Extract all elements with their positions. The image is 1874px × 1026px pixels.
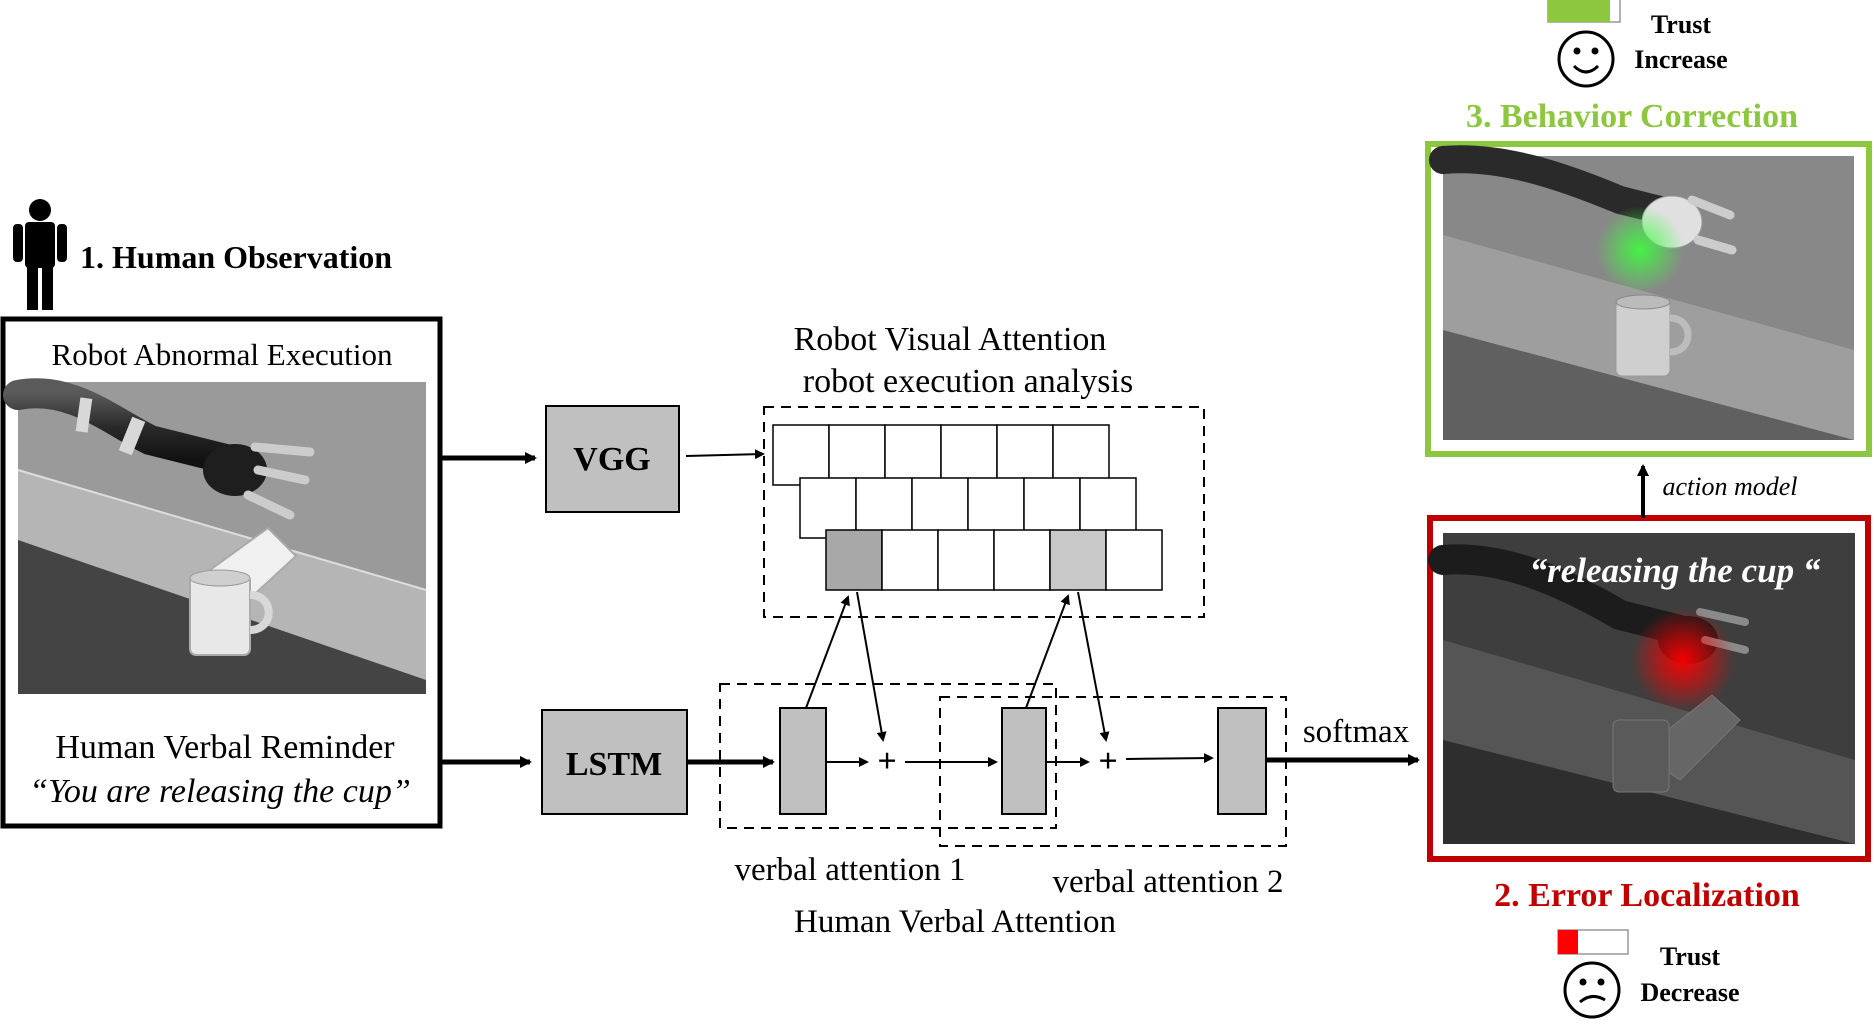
visual-attention-box — [763, 406, 1205, 618]
trust-increase-change: Increase — [1634, 45, 1727, 74]
arrow-plus2-to-cell3 — [1125, 753, 1214, 764]
human-icon — [13, 199, 67, 310]
attention-cell-1 — [779, 707, 827, 815]
arrow-vgg-to-visual — [685, 449, 765, 460]
visual-attention-title: Robot Visual Attention — [794, 321, 1107, 358]
error-localization-title: 2. Error Localization — [1494, 877, 1800, 914]
action-model-label: action model — [1662, 472, 1797, 501]
plus-symbol-2: + — [1098, 743, 1117, 780]
vgg-box — [545, 405, 680, 513]
behavior-correction-title: 3. Behavior Correction — [1466, 98, 1798, 135]
trust-increase-label: Trust — [1651, 10, 1712, 39]
visual-attention-subtitle: robot execution analysis — [803, 363, 1133, 400]
human-verbal-attention-title: Human Verbal Attention — [794, 904, 1116, 940]
reminder-quote: “You are releasing the cup” — [29, 773, 411, 810]
verbal-attention-1-box — [719, 683, 1057, 829]
robot-abnormal-execution-image — [3, 378, 427, 694]
verbal-attention-2-box — [939, 696, 1287, 847]
error-localization-image — [1428, 533, 1855, 844]
lstm-label: LSTM — [566, 746, 662, 783]
execution-label: Robot Abnormal Execution — [52, 337, 393, 372]
arrow-cell2-to-visual — [1025, 594, 1070, 709]
feature-map-row-1 — [772, 424, 1110, 486]
vgg-label: VGG — [573, 441, 650, 478]
lstm-box — [541, 709, 688, 815]
feature-map-row-3 — [825, 529, 1163, 591]
plus-symbol-1: + — [877, 743, 896, 780]
trust-decrease-bar — [1557, 929, 1629, 955]
behavior-correction-image — [1429, 145, 1854, 440]
verbal-attention-1-label: verbal attention 1 — [735, 852, 966, 888]
error-frame — [1427, 515, 1871, 862]
observation-frame — [0, 316, 443, 829]
feature-map-row-2 — [799, 477, 1137, 539]
correction-frame — [1425, 141, 1872, 457]
trust-increase-bar — [1547, 0, 1621, 23]
attention-cell-2 — [1001, 707, 1047, 815]
trust-decrease-label: Trust — [1660, 942, 1721, 971]
human-observation-title: 1. Human Observation — [80, 239, 392, 275]
arrow-visual-to-plus1 — [856, 591, 887, 742]
reminder-label: Human Verbal Reminder — [55, 729, 395, 766]
smile-face-icon — [1557, 30, 1615, 88]
arrow-visual-to-plus2 — [1077, 591, 1110, 742]
trust-decrease-change: Decrease — [1640, 978, 1739, 1007]
attention-cell-3 — [1217, 707, 1267, 815]
error-quote: “releasing the cup “ — [1530, 551, 1821, 590]
arrow-cell1-to-visual — [805, 595, 850, 709]
sad-face-icon — [1563, 961, 1621, 1019]
softmax-label: softmax — [1303, 714, 1410, 750]
verbal-attention-2-label: verbal attention 2 — [1053, 864, 1284, 900]
